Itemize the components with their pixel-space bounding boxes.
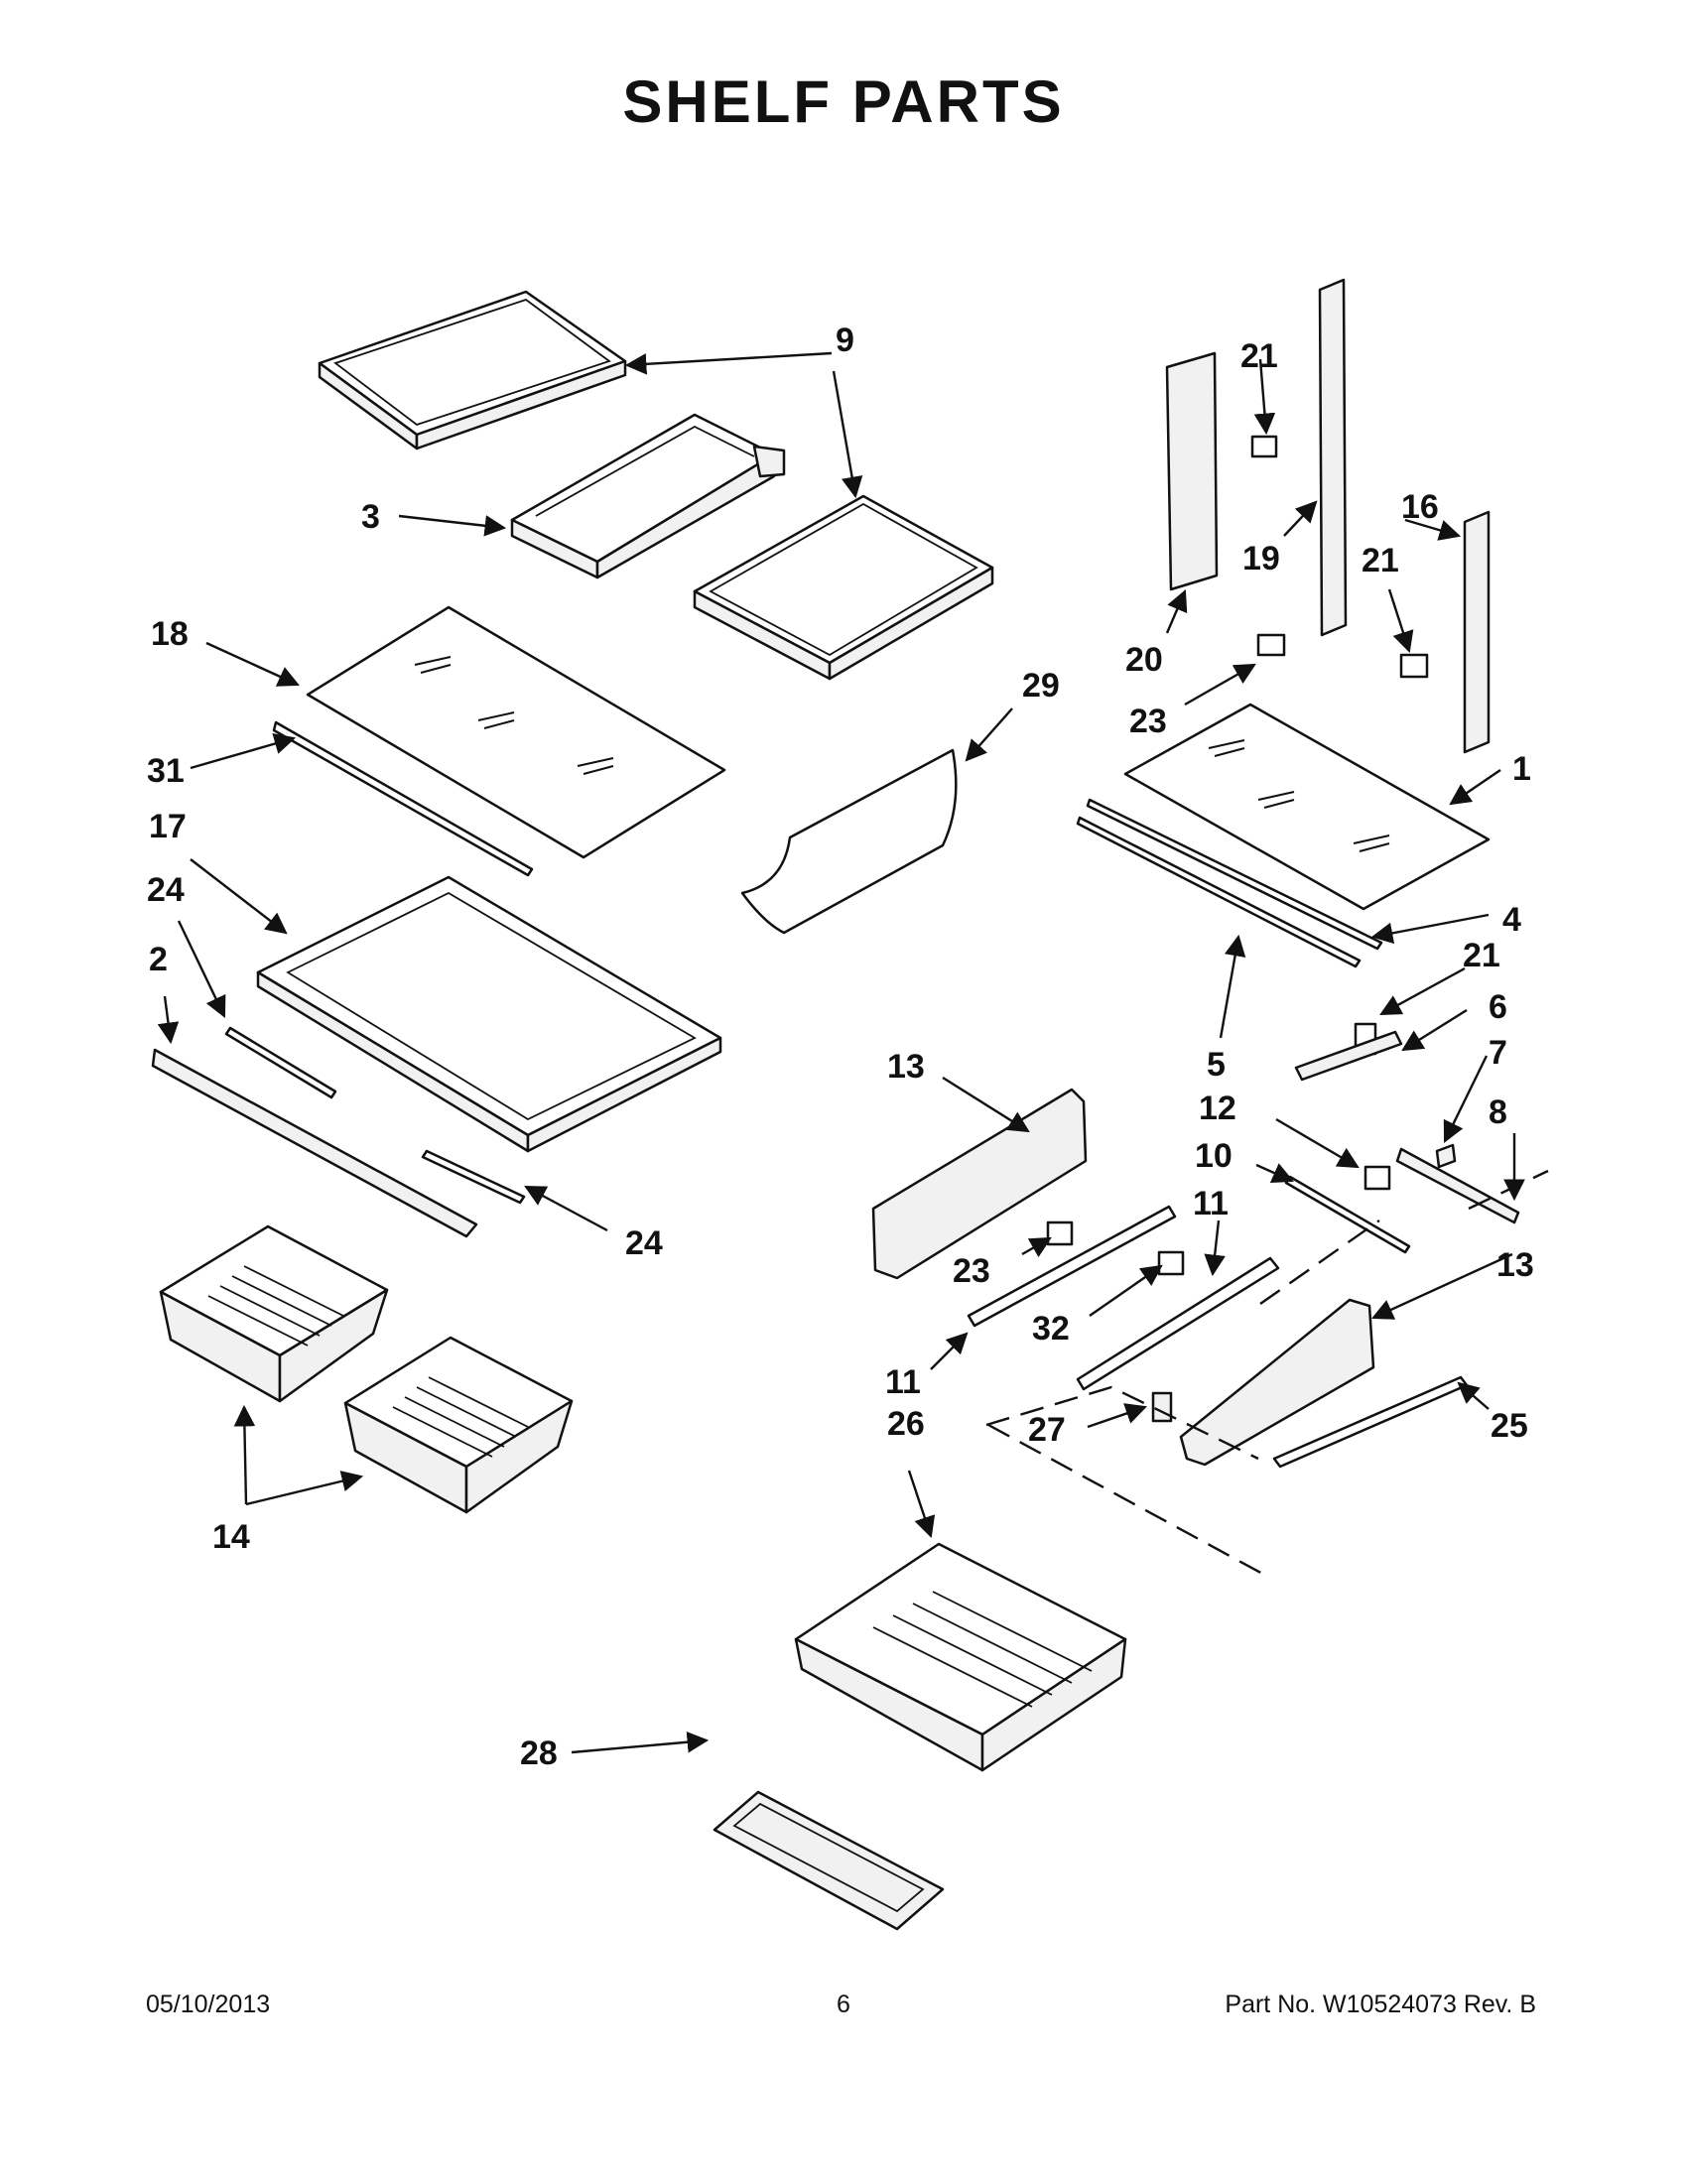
glass-shelf-right — [1123, 703, 1491, 911]
callout-4: 4 — [1502, 901, 1521, 939]
drawer-slide-left — [967, 1205, 1177, 1328]
footer-date: 05/10/2013 — [146, 1991, 271, 2018]
callout-16: 16 — [1401, 488, 1439, 526]
callout-21b: 21 — [1362, 542, 1399, 579]
footer-part-number: Part No. W10524073 Rev. B — [1225, 1991, 1536, 2018]
shelf-frame-upper-right — [693, 494, 994, 681]
glass-trim-right — [1076, 816, 1362, 968]
callout-23a: 23 — [1129, 703, 1167, 740]
screw — [1250, 435, 1278, 458]
callout-24b: 24 — [625, 1224, 663, 1262]
air-deflector — [740, 748, 958, 935]
drawer-housing-left — [871, 1088, 1088, 1280]
drawer-slide-right — [1076, 1256, 1280, 1391]
callout-28: 28 — [520, 1734, 558, 1772]
glass-trim-right-upper — [1086, 798, 1383, 951]
drawer-front-cover — [713, 1790, 945, 1931]
screw — [1399, 653, 1429, 679]
slide-left-upper — [224, 1026, 337, 1099]
callout-21a: 21 — [1240, 337, 1278, 375]
callout-26: 26 — [887, 1405, 925, 1443]
callout-5: 5 — [1207, 1046, 1226, 1084]
callout-19: 19 — [1242, 540, 1280, 578]
callout-24: 24 — [147, 871, 185, 909]
callout-11b: 11 — [885, 1363, 921, 1401]
shelf-rail-right — [1463, 510, 1491, 754]
callout-14: 14 — [212, 1518, 250, 1556]
screw — [1046, 1220, 1074, 1246]
crisper-drawer-right — [343, 1336, 574, 1514]
glass-trim-left — [272, 720, 534, 877]
drawer-slide-bracket — [1395, 1147, 1520, 1224]
callout-10: 10 — [1195, 1137, 1233, 1175]
callout-8: 8 — [1489, 1093, 1507, 1131]
shelf-rail-center — [1318, 278, 1348, 637]
crisper-cover-frame — [256, 875, 722, 1153]
screw — [1157, 1250, 1185, 1276]
screw — [1256, 633, 1286, 657]
callout-7: 7 — [1489, 1034, 1507, 1072]
callout-21c: 21 — [1463, 937, 1500, 974]
callout-13b: 13 — [1496, 1246, 1534, 1284]
callout-13a: 13 — [887, 1048, 925, 1086]
callout-25: 25 — [1491, 1407, 1528, 1445]
callout-17: 17 — [149, 808, 187, 845]
callout-18: 18 — [151, 615, 189, 653]
leader-lines — [157, 351, 1525, 1754]
callout-23b: 23 — [953, 1252, 990, 1290]
callout-31: 31 — [147, 752, 185, 790]
bracket — [1294, 1030, 1403, 1082]
clip-27 — [1151, 1391, 1173, 1423]
page-title: SHELF PARTS — [622, 68, 1065, 135]
shelf-frame-upper-left — [318, 290, 627, 450]
snack-bin — [510, 413, 786, 579]
shelf-rail-left — [1165, 351, 1219, 591]
callout-29: 29 — [1022, 667, 1060, 705]
crisper-drawer-left — [159, 1224, 389, 1403]
callout-1: 1 — [1512, 750, 1531, 788]
callout-12: 12 — [1199, 1090, 1236, 1127]
pantry-drawer — [794, 1542, 1127, 1772]
clip — [1435, 1143, 1457, 1169]
drawer-housing-right — [1179, 1298, 1375, 1467]
callout-20: 20 — [1125, 641, 1163, 679]
slide-left-lower — [421, 1149, 526, 1205]
callout-6: 6 — [1489, 988, 1507, 1026]
slide-rail — [1284, 1175, 1411, 1254]
callout-32: 32 — [1032, 1310, 1070, 1348]
callout-2: 2 — [149, 941, 168, 978]
callout-11a: 11 — [1193, 1185, 1229, 1222]
glass-shelf-left — [306, 605, 726, 859]
footer-page-number: 6 — [837, 1991, 850, 2018]
crisper-front-trim — [151, 1048, 478, 1238]
callout-3: 3 — [361, 498, 380, 536]
callout-9: 9 — [836, 321, 854, 359]
screw — [1363, 1165, 1391, 1191]
callout-27: 27 — [1028, 1411, 1066, 1449]
